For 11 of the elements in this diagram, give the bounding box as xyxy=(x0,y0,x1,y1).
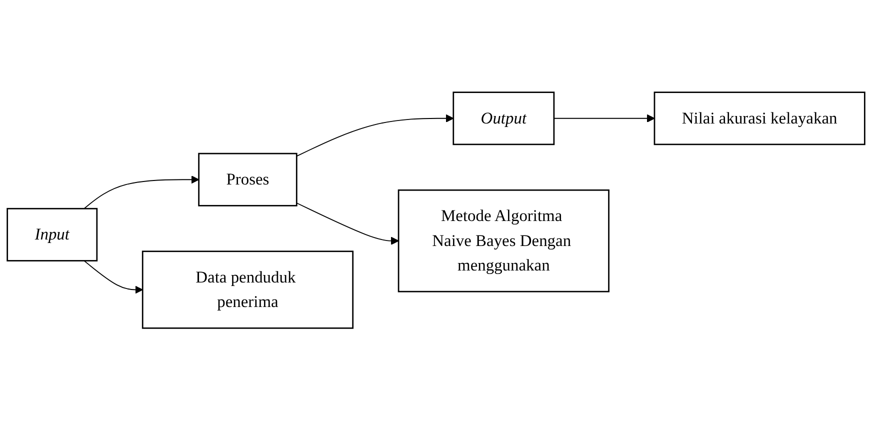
node-box: Metode Algoritma Naive Bayes Dengan menggunakan xyxy=(398,190,610,293)
arrow xyxy=(84,260,143,294)
node-box: Input xyxy=(6,208,98,262)
node-box: Nilai akurasi kelayakan xyxy=(654,92,866,146)
arrow xyxy=(554,114,655,123)
node-box: Proses xyxy=(198,153,298,207)
node-box: Output xyxy=(452,92,555,146)
arrow xyxy=(296,114,454,157)
arrow xyxy=(84,176,200,210)
arrow xyxy=(296,202,399,246)
node-box: Data penduduk penerima xyxy=(142,250,354,330)
